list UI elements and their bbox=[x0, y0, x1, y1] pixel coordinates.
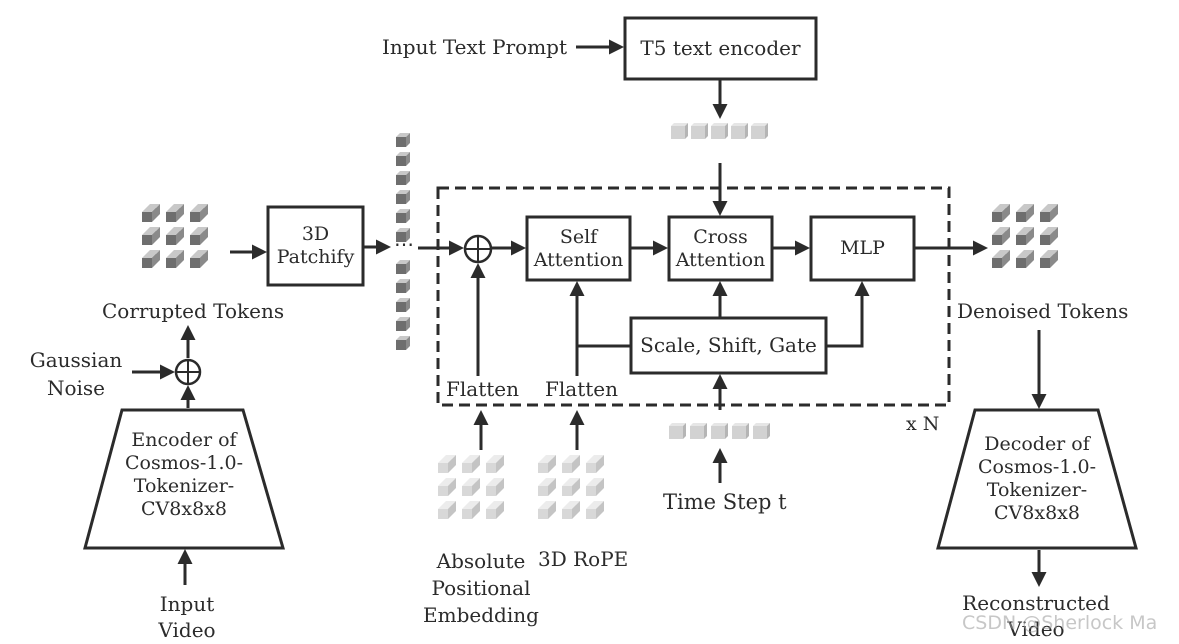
corrupted-token-cube bbox=[166, 254, 180, 268]
rope-cube bbox=[538, 482, 552, 496]
abs-pos-embedding-cube bbox=[486, 505, 500, 519]
denoised-token-cube bbox=[1040, 208, 1054, 222]
text-embedding-token bbox=[711, 123, 728, 139]
input-text-prompt-label: Input Text Prompt bbox=[382, 35, 568, 59]
corrupted-token-cube bbox=[166, 231, 180, 245]
abs-pos-embedding-cube bbox=[438, 505, 452, 519]
timestep-embedding-token bbox=[711, 423, 728, 439]
abs-pos-embedding-cube bbox=[462, 459, 476, 473]
scale-shift-gate-label: Scale, Shift, Gate bbox=[640, 333, 817, 357]
denoised-token-cube bbox=[1040, 254, 1054, 268]
patch-token-cube bbox=[396, 260, 410, 274]
denoised-tokens-label: Denoised Tokens bbox=[957, 299, 1129, 323]
rope-cube bbox=[538, 505, 552, 519]
patch-token-cube bbox=[396, 317, 410, 331]
corrupted-token-cube bbox=[190, 254, 204, 268]
encoder-trapezoid bbox=[83, 408, 285, 550]
text-embedding-token bbox=[691, 123, 708, 139]
corrupted-token-cube bbox=[142, 208, 156, 222]
text-embedding-token bbox=[751, 123, 768, 139]
rope-cube bbox=[586, 482, 600, 496]
patchify-label: 3D Patchify bbox=[276, 223, 355, 268]
corrupted-token-cube bbox=[190, 208, 204, 222]
flatten-label-1: Flatten bbox=[446, 377, 519, 401]
patch-token-cube bbox=[396, 279, 410, 293]
patch-token-cube bbox=[396, 152, 410, 166]
patchify-box bbox=[266, 205, 365, 287]
gaussian-noise-label: Gaussian Noise bbox=[29, 348, 123, 400]
abs-pos-embedding-cube bbox=[462, 482, 476, 496]
denoised-token-cube bbox=[992, 254, 1006, 268]
patch-token-cube bbox=[396, 298, 410, 312]
denoised-token-cube bbox=[1016, 208, 1030, 222]
watermark: CSDN @Sherlock Ma bbox=[962, 612, 1158, 634]
cross-attention-box bbox=[667, 215, 774, 282]
text-embedding-token bbox=[671, 123, 688, 139]
reconstructed-video-label: Reconstructed Video bbox=[962, 591, 1110, 641]
timestep-embedding-token bbox=[690, 423, 707, 439]
self-attention-box bbox=[525, 215, 632, 282]
corrupted-token-cube bbox=[190, 231, 204, 245]
corrupted-token-cube bbox=[166, 208, 180, 222]
plus-node-embedding bbox=[463, 234, 493, 264]
abs-pos-embedding-cube bbox=[462, 505, 476, 519]
rope-cube bbox=[562, 482, 576, 496]
rope-cube bbox=[562, 459, 576, 473]
arrow-ssg-to-mlp bbox=[827, 281, 870, 348]
scale-shift-gate-box bbox=[629, 316, 828, 375]
denoised-token-cube bbox=[1016, 231, 1030, 245]
timestep-embedding-token bbox=[669, 423, 686, 439]
text-embedding-token bbox=[731, 123, 748, 139]
abs-pos-embedding-cube bbox=[486, 459, 500, 473]
mlp-box bbox=[809, 215, 916, 282]
rope-cube bbox=[586, 505, 600, 519]
encoder-label: Encoder of Cosmos-1.0- Tokenizer- CV8x8x… bbox=[125, 429, 243, 520]
transformer-block-frame bbox=[436, 186, 951, 407]
abs-pos-embedding-label: Absolute Positional Embedding bbox=[423, 549, 539, 627]
rope-cube bbox=[562, 505, 576, 519]
t5-encoder-label: T5 text encoder bbox=[640, 36, 801, 60]
abs-pos-embedding-cube bbox=[486, 482, 500, 496]
rope-cube bbox=[538, 459, 552, 473]
corrupted-token-cube bbox=[142, 231, 156, 245]
decoder-label: Decoder of Cosmos-1.0- Tokenizer- CV8x8x… bbox=[978, 433, 1096, 524]
mlp-label: MLP bbox=[840, 237, 885, 259]
timestep-embedding-token bbox=[753, 423, 770, 439]
denoised-token-cube bbox=[1040, 231, 1054, 245]
abs-pos-embedding-cube bbox=[438, 459, 452, 473]
denoised-token-cube bbox=[992, 208, 1006, 222]
repeat-n-label: x N bbox=[906, 413, 940, 435]
input-video-label: Input Video bbox=[158, 592, 216, 642]
t5-encoder-box bbox=[623, 16, 818, 81]
patch-token-cube bbox=[396, 171, 410, 185]
timestep-embedding-token bbox=[732, 423, 749, 439]
flatten-label-2: Flatten bbox=[545, 377, 618, 401]
patch-token-cube bbox=[396, 336, 410, 350]
self-attention-label: Self Attention bbox=[533, 225, 624, 271]
corrupted-token-cube bbox=[142, 254, 156, 268]
plus-node-noise bbox=[174, 358, 202, 386]
ellipsis-label: ⋯ bbox=[394, 232, 414, 256]
patch-token-cube bbox=[396, 133, 410, 147]
abs-pos-embedding-cube bbox=[438, 482, 452, 496]
rope-cube bbox=[586, 459, 600, 473]
rope-label: 3D RoPE bbox=[538, 547, 629, 571]
time-step-label: Time Step t bbox=[663, 490, 787, 514]
corrupted-tokens-label: Corrupted Tokens bbox=[102, 299, 285, 323]
patch-token-cube bbox=[396, 209, 410, 223]
patch-token-cube bbox=[396, 190, 410, 204]
decoder-trapezoid bbox=[936, 408, 1138, 550]
denoised-token-cube bbox=[1016, 254, 1030, 268]
cross-attention-label: Cross Attention bbox=[675, 225, 766, 271]
denoised-token-cube bbox=[992, 231, 1006, 245]
